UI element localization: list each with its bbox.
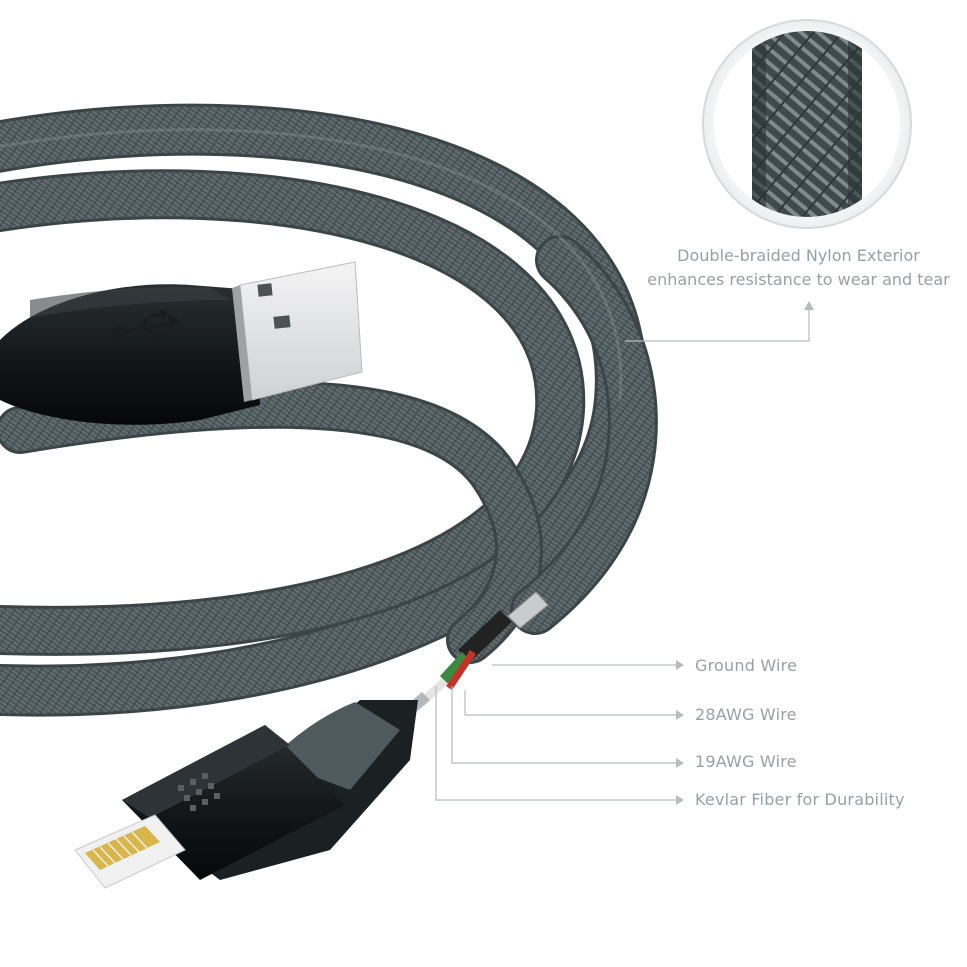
exterior-callout-line2: enhances resistance to wear and tear [647,270,950,289]
exterior-callout-line1: Double-braided Nylon Exterior [677,246,920,265]
kevlar-fiber-label: Kevlar Fiber for Durability [695,790,905,809]
usb-a-connector [0,261,363,425]
leader-lines [435,301,814,805]
cable-cutaway [392,591,549,726]
19awg-wire-label: 19AWG Wire [695,752,797,771]
brand-dots-icon [178,773,220,811]
braid-zoom-inset [702,19,912,229]
exterior-callout: Double-braided Nylon Exterior enhances r… [630,244,967,292]
usb-symbol-icon [111,309,181,343]
ground-wire-label: Ground Wire [695,656,798,675]
lightning-connector [74,700,418,889]
28awg-wire-label: 28AWG Wire [695,705,797,724]
